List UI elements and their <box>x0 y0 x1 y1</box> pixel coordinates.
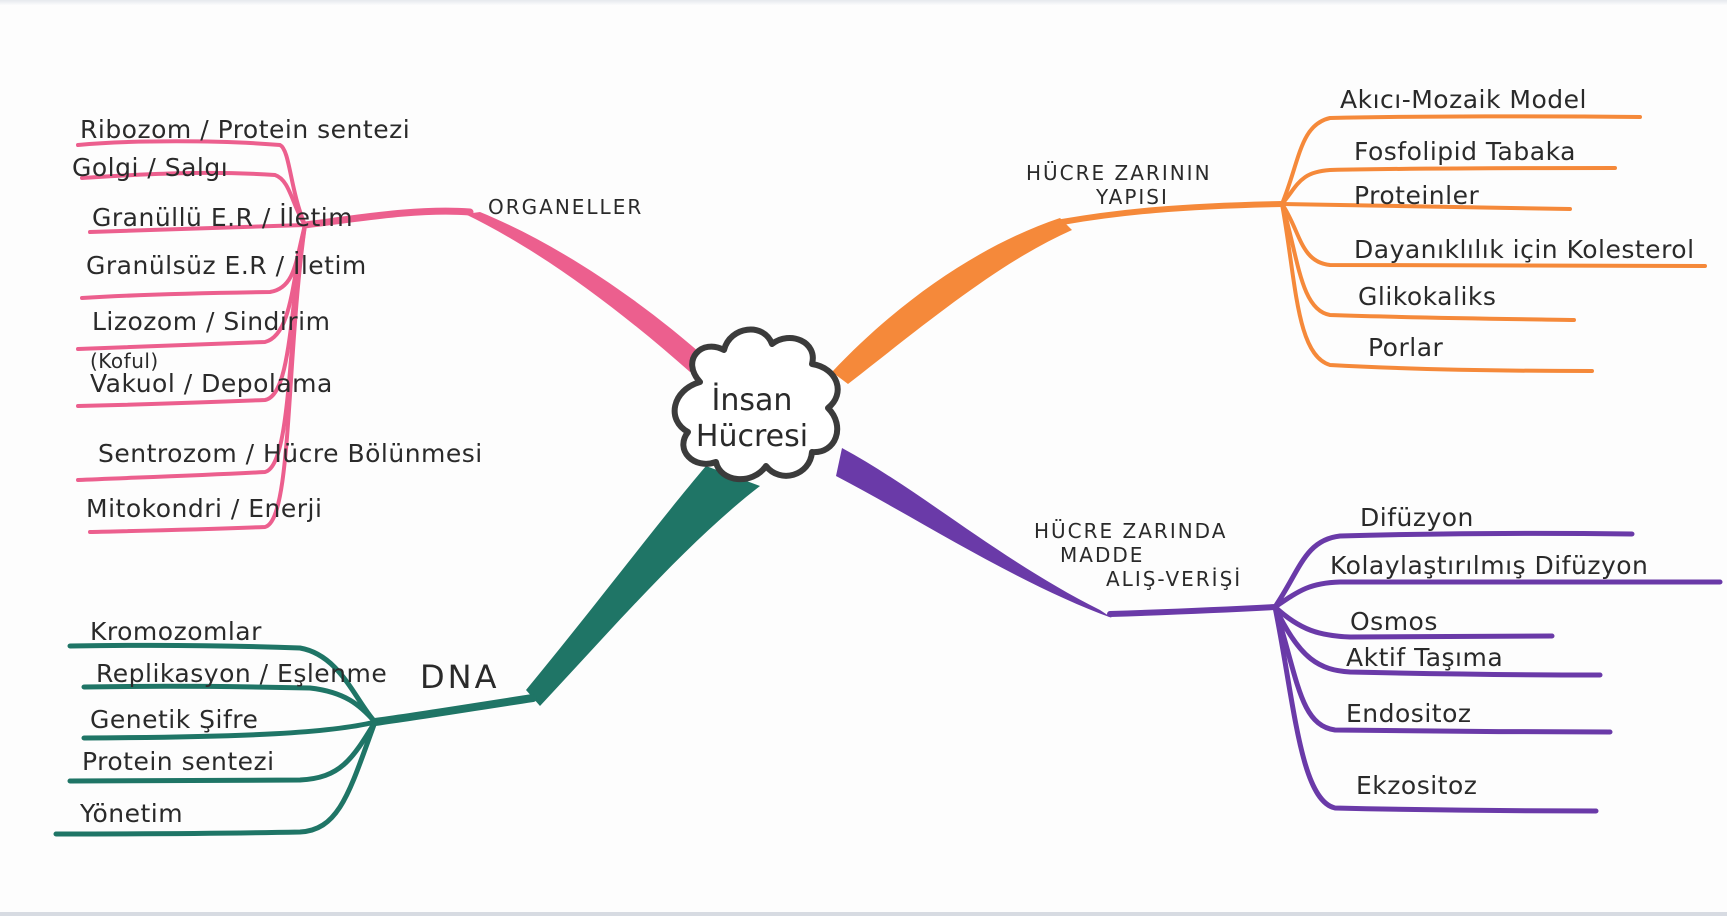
connector-fosfolipid <box>1280 166 1617 206</box>
leaf-golgi: Golgi / Salgı <box>72 153 228 182</box>
madde-label-line1: HÜCRE ZARINDA <box>1034 519 1227 543</box>
organeller-connectors <box>76 139 307 534</box>
connector-osmos <box>1272 604 1555 640</box>
leaf-lizozom: Lizozom / Sindirim <box>92 307 330 336</box>
zar-yapisi-trunk <box>832 218 1072 384</box>
madde-connectors <box>1272 530 1723 814</box>
connector-akici <box>1280 114 1642 206</box>
scan-edge-top <box>0 0 1727 6</box>
connector-genetik <box>81 719 378 741</box>
leaf-proteinler: Proteinler <box>1354 181 1479 210</box>
connector-endositoz <box>1272 604 1613 735</box>
branch-dna: DNA Kromozomlar Replikasyon / Eşlenme Ge… <box>53 466 760 837</box>
connector-dayaniklilik <box>1280 202 1707 268</box>
leaf-ribozom: Ribozom / Protein sentezi <box>80 115 410 144</box>
leaf-glikokaliks: Glikokaliks <box>1358 282 1496 311</box>
center-title-line2: Hücresi <box>696 419 808 454</box>
center-title-line1: İnsan <box>712 382 793 418</box>
leaf-granullu: Granüllü E.R / İletim <box>92 203 353 232</box>
zar-yapisi-label-line1: HÜCRE ZARININ <box>1026 161 1212 185</box>
scan-edge-bottom <box>0 912 1727 916</box>
leaf-difuzyon: Difüzyon <box>1360 503 1474 532</box>
zar-yapisi-label-line2: YAPISI <box>1095 185 1169 209</box>
leaf-granulsuz: Granülsüz E.R / İletim <box>86 251 367 280</box>
branch-organeller: ORGANELLER Ribozom / Protein sentezi Gol… <box>72 115 706 534</box>
leaf-fosfolipid: Fosfolipid Tabaka <box>1354 137 1576 166</box>
dna-connectors <box>53 642 378 837</box>
leaf-mitokondri: Mitokondri / Enerji <box>86 494 322 523</box>
connector-granullu <box>88 223 307 234</box>
connector-proteinler <box>1280 202 1572 211</box>
connector-mitokondri <box>88 223 307 534</box>
leaf-aktif-tasima: Aktif Taşıma <box>1346 643 1503 672</box>
madde-label-line3: ALIŞ-VERİŞİ <box>1106 567 1242 591</box>
zar-yapisi-connectors <box>1280 114 1707 373</box>
leaf-vakuol: Vakuol / Depolama <box>90 369 333 398</box>
center-node: İnsan Hücresi <box>671 326 841 483</box>
organeller-stem <box>301 207 474 229</box>
madde-stem <box>1107 604 1278 617</box>
center-cloud-shape <box>671 326 841 483</box>
leaf-porlar: Porlar <box>1368 333 1444 362</box>
organeller-trunk <box>465 212 706 372</box>
leaf-replikasyon: Replikasyon / Eşlenme <box>96 659 387 688</box>
leaf-koful-note: (Koful) <box>90 349 159 373</box>
leaf-ekzositoz: Ekzositoz <box>1356 771 1477 800</box>
dna-label: DNA <box>420 658 499 696</box>
connector-ribozom <box>76 139 307 227</box>
connector-difuzyon <box>1272 530 1635 610</box>
connector-glikokaliks <box>1280 202 1576 322</box>
connector-aktif <box>1272 604 1603 678</box>
connector-golgi <box>80 170 307 227</box>
organeller-label: ORGANELLER <box>488 195 643 219</box>
branch-madde-alisverisi: HÜCRE ZARINDA MADDE ALIŞ-VERİŞİ Difüzyon… <box>836 448 1723 814</box>
connector-protein-sentezi <box>67 719 378 784</box>
madde-label-line2: MADDE <box>1060 543 1144 567</box>
connector-porlar <box>1280 202 1594 373</box>
leaf-sentrozom: Sentrozom / Hücre Bölünmesi <box>98 439 483 468</box>
leaf-akici-mozaik: Akıcı-Mozaik Model <box>1340 85 1587 114</box>
connector-ekzositoz <box>1272 604 1599 814</box>
leaf-endositoz: Endositoz <box>1346 699 1472 728</box>
madde-leaves: Difüzyon Kolaylaştırılmış Difüzyon Osmos… <box>1330 503 1648 800</box>
zar-yapisi-stem <box>1059 201 1285 225</box>
zar-yapisi-leaves: Akıcı-Mozaik Model Fosfolipid Tabaka Pro… <box>1340 85 1695 362</box>
leaf-kolaylastirilmis: Kolaylaştırılmış Difüzyon <box>1330 551 1648 580</box>
connector-kromozomlar <box>67 642 378 725</box>
connector-kolaylastirilmis <box>1272 579 1723 610</box>
leaf-protein-sentezi-dna: Protein sentezi <box>82 747 275 776</box>
connector-lizozom <box>76 223 307 351</box>
madde-trunk <box>836 448 1112 618</box>
dna-trunk <box>526 466 760 706</box>
dna-leaves: Kromozomlar Replikasyon / Eşlenme Geneti… <box>79 617 387 828</box>
leaf-osmos: Osmos <box>1350 607 1438 636</box>
branch-zar-yapisi: HÜCRE ZARININ YAPISI Akıcı-Mozaik Model … <box>832 85 1707 384</box>
connector-replikasyon <box>81 683 378 725</box>
dna-stem <box>371 694 537 726</box>
leaf-genetik-sifre: Genetik Şifre <box>90 705 258 734</box>
leaf-kromozomlar: Kromozomlar <box>90 617 262 646</box>
connector-yonetim <box>53 719 378 837</box>
organeller-leaves: Ribozom / Protein sentezi Golgi / Salgı … <box>72 115 483 523</box>
leaf-yonetim: Yönetim <box>79 799 183 828</box>
leaf-dayaniklilik: Dayanıklılık için Kolesterol <box>1354 235 1695 264</box>
